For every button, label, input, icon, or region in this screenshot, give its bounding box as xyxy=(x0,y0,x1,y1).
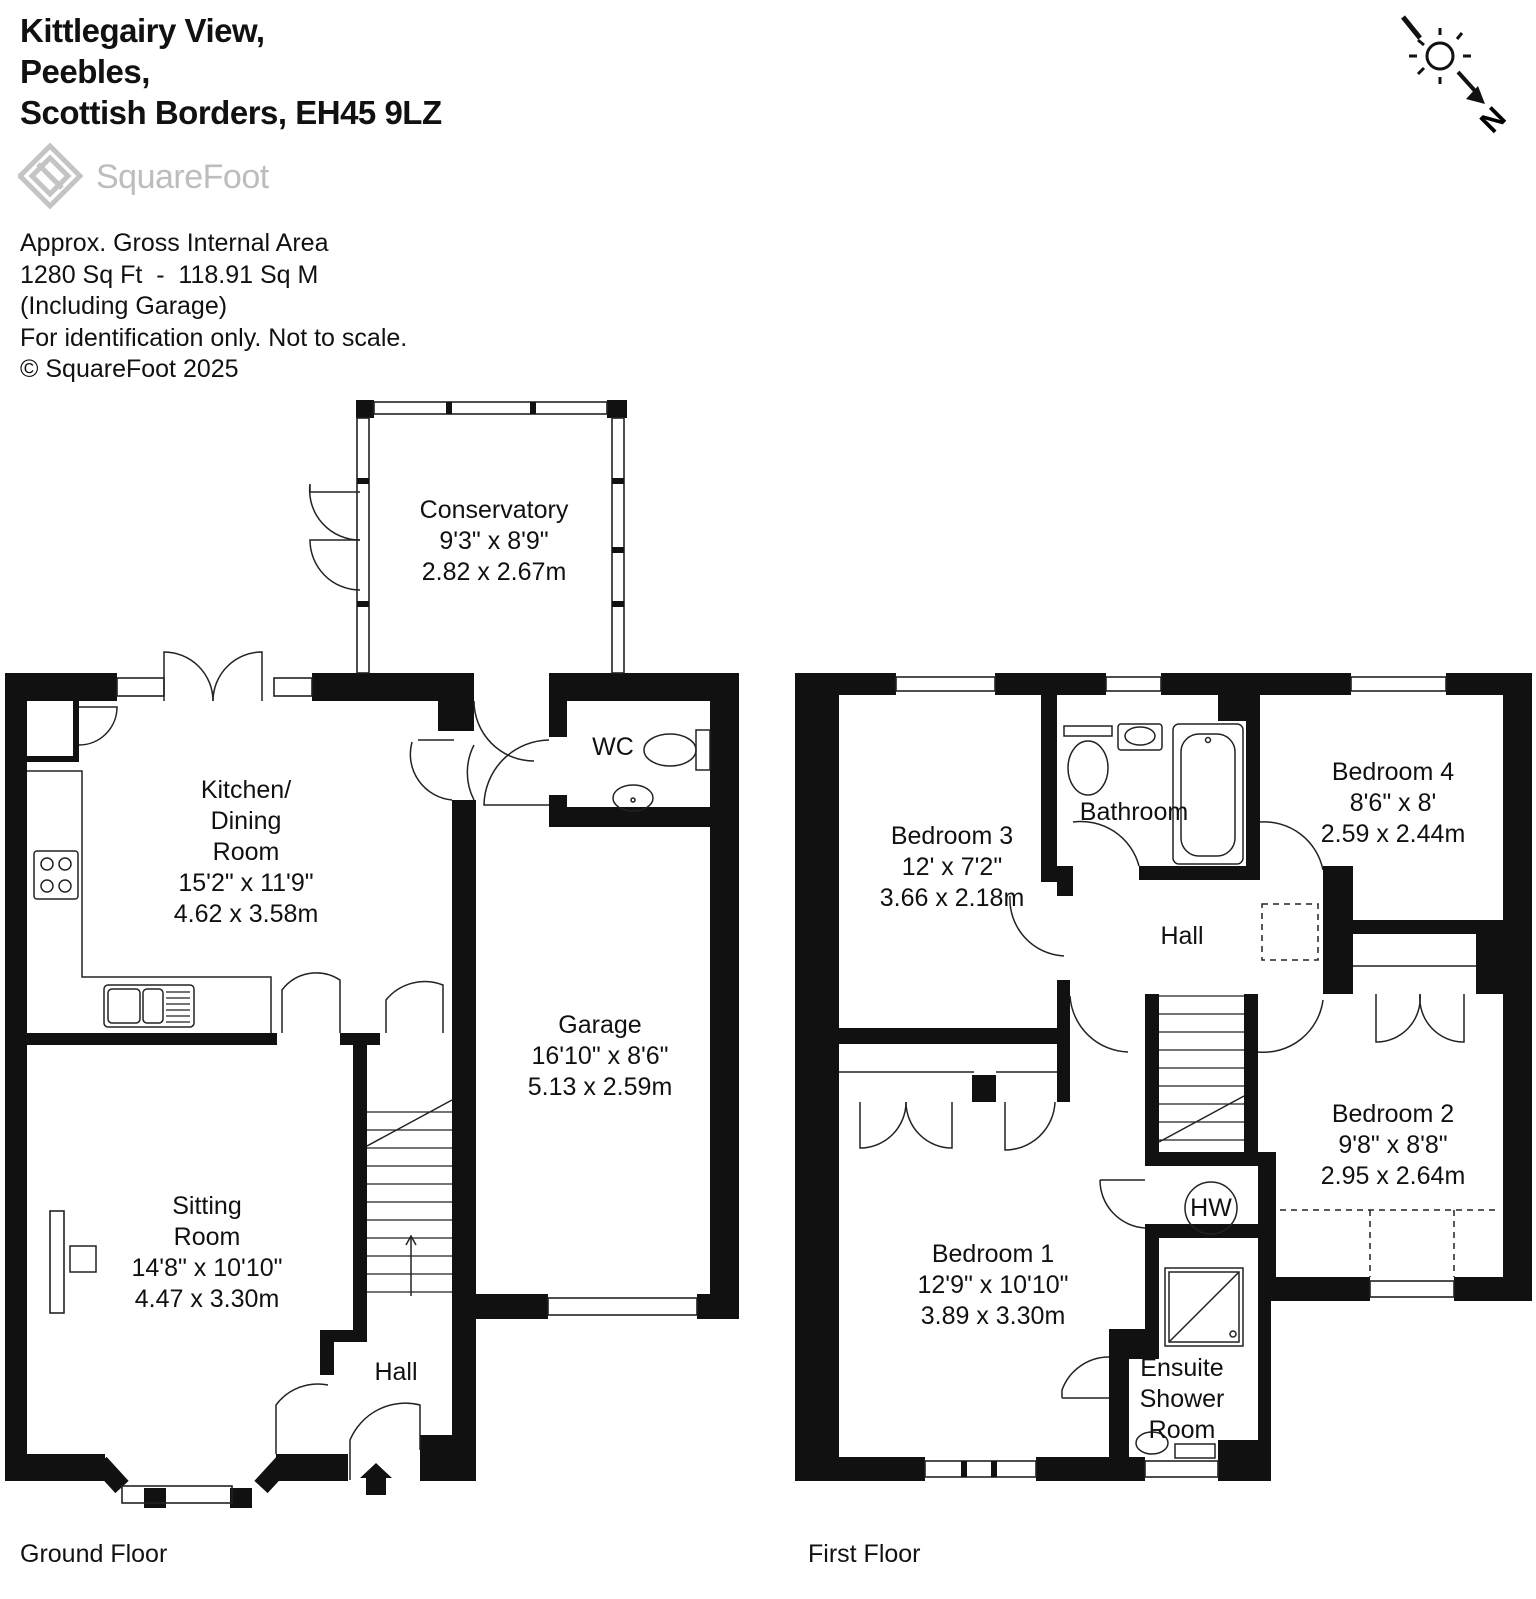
windows xyxy=(49,401,698,1504)
garage-metric: 5.13 x 2.59m xyxy=(528,1073,673,1101)
doors xyxy=(78,483,550,1480)
address-line-3: Scottish Borders, EH45 9LZ xyxy=(20,94,442,131)
ensuite-label-2: Shower xyxy=(1140,1385,1225,1413)
first-hall-label: Hall xyxy=(1160,922,1203,950)
conservatory-imperial: 9'3" x 8'9" xyxy=(439,527,548,555)
ground-hall-label: Hall xyxy=(374,1358,417,1386)
kitchen-label-2: Dining xyxy=(211,807,282,835)
entrance-arrow-icon xyxy=(376,1463,392,1495)
bedroom1-metric: 3.89 x 3.30m xyxy=(921,1302,1066,1330)
conservatory-metric: 2.82 x 2.67m xyxy=(422,558,567,586)
ground-floor-plan: Conservatory 9'3" x 8'9" 2.82 x 2.67m Ki… xyxy=(5,400,739,1508)
garage-label: Garage xyxy=(558,1011,641,1039)
ground-floor-walls xyxy=(5,400,739,1508)
bedroom4-label: Bedroom 4 xyxy=(1332,758,1454,786)
bedroom1-label: Bedroom 1 xyxy=(932,1240,1054,1268)
bedroom2-metric: 2.95 x 2.64m xyxy=(1321,1162,1466,1190)
conservatory-label: Conservatory xyxy=(420,496,569,524)
address-line-1: Kittlegairy View, xyxy=(20,12,265,49)
bedroom2-imperial: 9'8" x 8'8" xyxy=(1338,1131,1447,1159)
first-floor-walls xyxy=(795,673,1532,1481)
sitting-room-label-1: Sitting xyxy=(172,1192,241,1220)
bedroom3-label: Bedroom 3 xyxy=(891,822,1013,850)
north-label: N xyxy=(1474,101,1513,140)
ensuite-label-1: Ensuite xyxy=(1140,1354,1223,1382)
area-info-line-5: © SquareFoot 2025 xyxy=(20,355,239,383)
area-info: Approx. Gross Internal Area 1280 Sq Ft -… xyxy=(20,228,407,386)
first-floor-label: First Floor xyxy=(808,1540,921,1568)
kitchen-metric: 4.62 x 3.58m xyxy=(174,900,319,928)
sitting-room-imperial: 14'8" x 10'10" xyxy=(131,1254,282,1282)
kitchen-label-1: Kitchen/ xyxy=(201,776,291,804)
bathroom-label: Bathroom xyxy=(1080,798,1188,826)
hw-label: HW xyxy=(1190,1194,1232,1222)
bedroom4-imperial: 8'6" x 8' xyxy=(1350,789,1437,817)
sitting-room-metric: 4.47 x 3.30m xyxy=(135,1285,280,1313)
bedroom3-metric: 3.66 x 2.18m xyxy=(880,884,1025,912)
property-address: Kittlegairy View, Peebles, Scottish Bord… xyxy=(20,10,442,133)
area-info-line-2: 1280 Sq Ft - 118.91 Sq M xyxy=(20,260,319,289)
bedroom4-metric: 2.59 x 2.44m xyxy=(1321,820,1466,848)
bedroom3-imperial: 12' x 7'2" xyxy=(902,853,1002,881)
first-floor-plan: HW Bedroom 3 12' x 7'2" 3.66 x 2.18m Bat… xyxy=(795,673,1532,1481)
area-info-line-1: Approx. Gross Internal Area xyxy=(20,229,329,257)
sitting-room-label-2: Room xyxy=(174,1223,241,1251)
address-line-2: Peebles, xyxy=(20,53,150,90)
kitchen-imperial: 15'2" x 11'9" xyxy=(178,869,313,897)
garage-imperial: 16'10" x 8'6" xyxy=(531,1042,668,1070)
kitchen-label-3: Room xyxy=(213,838,280,866)
ensuite-label-3: Room xyxy=(1149,1416,1216,1444)
ground-floor-label: Ground Floor xyxy=(20,1540,168,1568)
diamond-logo-icon xyxy=(18,142,84,210)
first-floor-windows xyxy=(895,676,1455,1478)
area-info-line-3: (Including Garage) xyxy=(20,292,228,320)
kitchen-fittings xyxy=(27,729,711,1296)
wc-label: WC xyxy=(592,733,634,761)
first-floor-doors xyxy=(839,723,1500,1459)
sun-compass-icon: N xyxy=(1401,15,1513,140)
bedroom2-label: Bedroom 2 xyxy=(1332,1100,1454,1128)
area-info-line-4: For identification only. Not to scale. xyxy=(20,323,408,352)
bedroom1-imperial: 12'9" x 10'10" xyxy=(917,1271,1068,1299)
brand-name: SquareFoot xyxy=(96,158,269,196)
